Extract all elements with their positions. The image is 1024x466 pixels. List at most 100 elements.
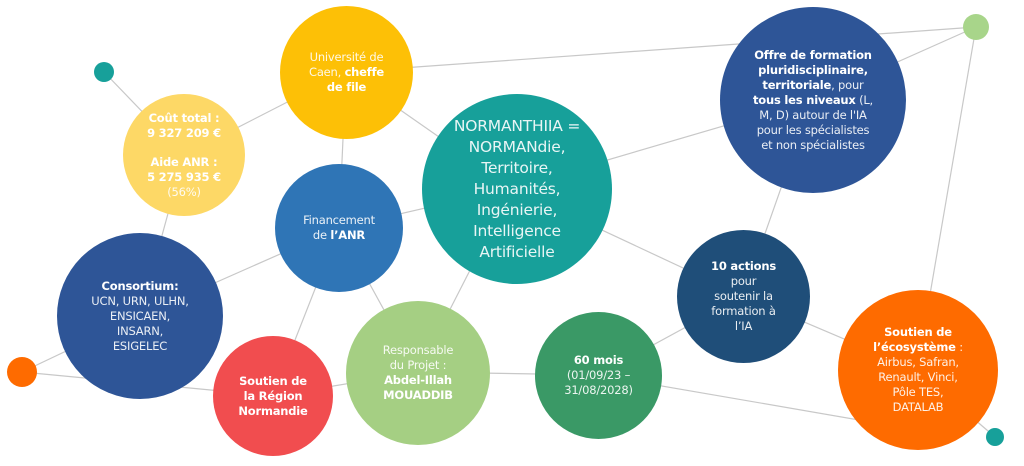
text-line: Airbus, Safran, (873, 355, 963, 370)
node-cout-total: Coût total :9 327 209 € Aide ANR :5 275 9… (123, 94, 245, 216)
text-line: l’écosystème : (873, 340, 963, 355)
text-segment: (56%) (167, 184, 201, 199)
text-line: Financement (303, 213, 375, 228)
text-line: Pôle TES, (873, 385, 963, 400)
text-segment: NORMANTHIIA = (453, 116, 581, 135)
text-line: Coût total : (147, 111, 221, 126)
text-segment: Financement (303, 213, 375, 227)
text-line: 31/08/2028) (564, 383, 633, 398)
text-line: de l’ANR (303, 228, 375, 243)
text-segment: 9 327 209 € (147, 125, 221, 140)
node-normanthiia: NORMANTHIIA = NORMANdie, Territoire, Humani… (422, 94, 612, 284)
text-segment: de file (326, 80, 367, 94)
text-line: INSARN, (91, 324, 188, 339)
text-segment: : (955, 340, 963, 354)
text-segment: , pour (831, 77, 864, 92)
text-segment: Soutien de (884, 325, 952, 339)
text-segment: l’écosystème (873, 340, 956, 354)
text-line: formation à (711, 304, 776, 319)
text-segment: NORMANdie, (468, 137, 566, 156)
text-line: Soutien de (873, 325, 963, 340)
decorative-dot (94, 62, 114, 82)
node-text: 60 mois(01/09/23 –31/08/2028) (564, 353, 633, 398)
text-line: la Région (238, 389, 307, 404)
text-segment: (01/09/23 – (566, 368, 631, 382)
text-line (147, 141, 221, 155)
text-line: MOUADDIB (383, 388, 454, 403)
text-segment: DATALAB (892, 400, 944, 414)
text-segment: UCN, URN, ULHN, (91, 293, 189, 308)
text-line: 9 327 209 € (147, 126, 221, 141)
text-segment: territoriale (762, 77, 832, 92)
decorative-dot (7, 357, 37, 387)
text-line: ENSICAEN, (91, 309, 188, 324)
text-segment: (L, (855, 92, 874, 107)
node-text: NORMANTHIIA = NORMANdie, Territoire, Humani… (453, 116, 581, 263)
text-line: Ingénierie, (454, 200, 580, 221)
text-segment: ENSICAEN, (109, 308, 171, 323)
text-segment: Territoire, (481, 158, 553, 177)
text-line: ESIGELEC (91, 339, 188, 354)
text-segment: cheffe (344, 65, 385, 79)
text-segment: MOUADDIB (383, 388, 453, 402)
text-line: Abdel-Illah (383, 373, 454, 388)
text-segment: pour (730, 274, 757, 288)
text-segment: Humanités, (473, 179, 561, 198)
text-line: territoriale, pour (753, 78, 873, 93)
text-line: Normandie (238, 404, 308, 419)
text-segment: formation à (711, 304, 776, 318)
text-segment: Aide ANR : (150, 154, 218, 169)
text-line: Territoire, (454, 158, 580, 179)
node-text: Coût total :9 327 209 € Aide ANR :5 275 9… (147, 111, 221, 200)
decorative-dot (963, 14, 989, 40)
decorative-dot (986, 428, 1004, 446)
text-line: M, D) autour de l'IA (753, 108, 873, 123)
text-segment: 31/08/2028) (564, 383, 633, 397)
text-segment: pluridisciplinaire, (758, 62, 868, 77)
text-line: DATALAB (873, 400, 963, 415)
text-segment: la Région (243, 388, 303, 403)
text-line: du Projet : (383, 358, 454, 373)
text-line: Consortium: (91, 279, 188, 294)
text-segment: l’ANR (330, 228, 366, 242)
text-segment: Intelligence (473, 221, 561, 240)
text-line: 10 actions (711, 259, 776, 274)
text-line: pour les spécialistes (753, 123, 873, 138)
text-segment: soutenir la (714, 289, 773, 303)
text-line: NORMANTHIIA = (453, 116, 581, 137)
text-line: 60 mois (564, 353, 633, 368)
text-line: Offre de formation (753, 48, 873, 63)
text-segment: Ingénierie, (476, 200, 558, 219)
text-segment: Coût total : (148, 110, 220, 125)
text-line: Intelligence (454, 221, 580, 242)
text-segment: Renault, Vinci, (878, 370, 958, 384)
text-segment: tous les niveaux (752, 92, 856, 107)
text-line: Université de (309, 50, 384, 65)
text-line: 5 275 935 € (147, 170, 221, 185)
text-line: pluridisciplinaire, (753, 63, 873, 78)
text-line: Artificielle (454, 242, 580, 263)
text-line: (56%) (147, 185, 221, 200)
text-line: Caen, cheffe (309, 65, 384, 80)
text-line: l’IA (711, 319, 776, 334)
text-segment: Artificielle (479, 242, 555, 261)
text-segment: Université de (309, 50, 384, 64)
text-segment: 5 275 935 € (147, 169, 221, 184)
text-segment: Airbus, Safran, (877, 355, 959, 369)
text-segment: Offre de formation (754, 47, 872, 62)
text-segment: Caen, (309, 65, 345, 79)
text-line: de file (309, 80, 384, 95)
node-text: Consortium:UCN, URN, ULHN,ENSICAEN,INSAR… (91, 279, 189, 354)
